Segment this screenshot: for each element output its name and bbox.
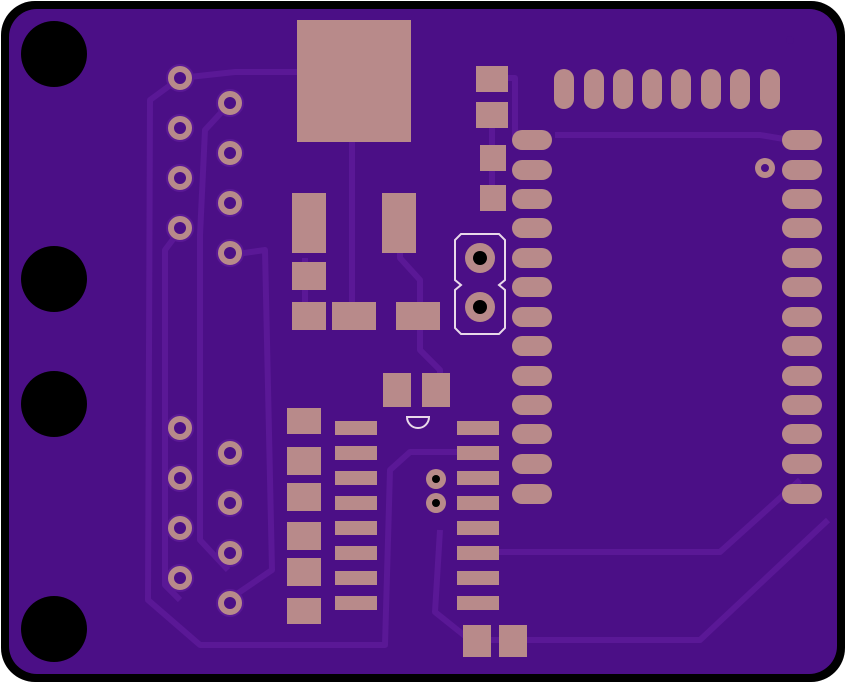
ic-pin: [335, 521, 377, 535]
ic-pin: [335, 546, 377, 560]
ic-pin: [457, 596, 499, 610]
smd-pad: [287, 447, 321, 475]
smd-pad: [476, 66, 508, 92]
module-pin: [782, 454, 822, 474]
smd-pad: [287, 408, 321, 434]
ic-pin: [335, 446, 377, 460]
module-pin: [760, 69, 780, 109]
smd-pad: [287, 522, 321, 550]
trace: [179, 69, 300, 81]
module-pin: [782, 277, 822, 297]
module-pin: [782, 307, 822, 327]
smd-pad: [287, 483, 321, 511]
smd-pad: [292, 262, 326, 290]
radio-module: [512, 69, 822, 504]
ic-pin: [457, 546, 499, 560]
smd-pad: [476, 102, 508, 128]
module-pin: [782, 424, 822, 444]
mounting-holes: [21, 21, 794, 662]
module-top-pads: [554, 69, 780, 109]
module-pin: [782, 484, 822, 504]
module-pin: [512, 424, 552, 444]
module-pin: [512, 336, 552, 356]
smd-pad: [396, 302, 440, 330]
mounting-hole: [21, 246, 87, 312]
module-pin: [512, 454, 552, 474]
module-pin: [512, 366, 552, 386]
ic-pin: [457, 421, 499, 435]
silk-marker: [405, 416, 431, 429]
smd-pad: [383, 373, 411, 407]
ic-pin: [457, 496, 499, 510]
smd-pad: [292, 302, 326, 330]
module-pin: [671, 69, 691, 109]
corner-mark: [786, 36, 794, 44]
module-right-pads: [782, 130, 822, 504]
module-left-pads: [512, 130, 552, 504]
trace: [555, 132, 791, 143]
trace: [226, 247, 275, 603]
module-pin: [782, 130, 822, 150]
module-pin: [512, 130, 552, 150]
smd-pad: [292, 193, 326, 253]
module-pin: [782, 160, 822, 180]
module-pin: [512, 484, 552, 504]
passives: [292, 66, 527, 657]
trace: [480, 477, 803, 555]
smd-pad: [287, 558, 321, 586]
smd-pad: [463, 625, 491, 657]
module-pin: [554, 69, 574, 109]
ic-pin: [457, 521, 499, 535]
ic-pin: [335, 471, 377, 485]
header-top-left: [166, 64, 244, 267]
trace: [197, 100, 233, 573]
jumper-2pin: [454, 233, 506, 335]
smd-pad: [332, 302, 376, 330]
header-bottom-left: [166, 414, 244, 617]
mounting-hole: [21, 21, 87, 87]
ic-pin: [335, 571, 377, 585]
module-pin: [730, 69, 750, 109]
smd-pad: [382, 193, 416, 253]
ic-pin: [335, 596, 377, 610]
ic-pin: [335, 496, 377, 510]
module-pin: [584, 69, 604, 109]
trace: [162, 228, 183, 603]
regulator-tab-pad: [297, 20, 411, 142]
jumper-silk-outline: [454, 233, 506, 335]
trace: [145, 75, 475, 648]
smd-pad: [480, 145, 506, 171]
module-pin: [782, 218, 822, 238]
module-pin: [512, 248, 552, 268]
vias: [426, 158, 775, 513]
mounting-hole: [21, 371, 87, 437]
smd-pad: [499, 625, 527, 657]
smd-pad: [422, 373, 450, 407]
ic-pin: [457, 471, 499, 485]
module-pin: [701, 69, 721, 109]
ic-pin: [457, 446, 499, 460]
module-pin: [782, 336, 822, 356]
module-pin: [512, 189, 552, 209]
module-pin: [782, 248, 822, 268]
ic-pin: [335, 421, 377, 435]
mounting-hole: [21, 596, 87, 662]
module-pin: [512, 218, 552, 238]
ic-soic: [335, 421, 499, 610]
ic-pin: [457, 571, 499, 585]
module-pin: [782, 395, 822, 415]
module-pin: [613, 69, 633, 109]
module-pin: [512, 160, 552, 180]
smd-pad: [480, 185, 506, 211]
module-pin: [512, 395, 552, 415]
smd-pad: [287, 598, 321, 624]
module-pin: [782, 189, 822, 209]
ic-left-pads: [287, 408, 321, 624]
module-pin: [512, 277, 552, 297]
module-pin: [782, 366, 822, 386]
module-pin: [642, 69, 662, 109]
module-pin: [512, 307, 552, 327]
